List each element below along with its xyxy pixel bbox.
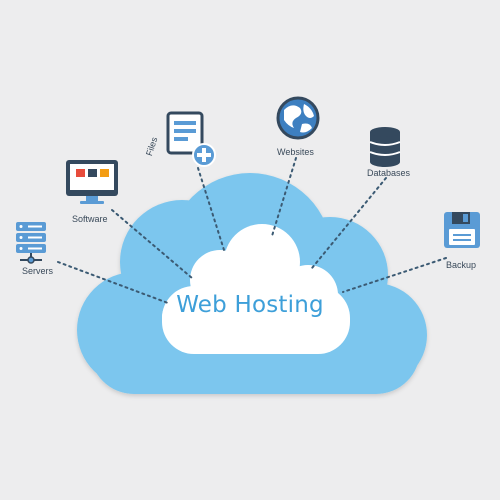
node-label-databases: Databases xyxy=(367,168,411,178)
connector-backup xyxy=(342,257,447,293)
node-label-software: Software xyxy=(72,214,108,224)
connector-servers xyxy=(57,261,169,304)
database-icon xyxy=(369,127,401,167)
node-label-backup: Backup xyxy=(446,260,477,270)
monitor-icon xyxy=(66,160,118,204)
connector-databases xyxy=(311,177,387,269)
node-label-websites: Websites xyxy=(277,147,314,157)
connector-files xyxy=(197,167,225,251)
globe-icon xyxy=(276,96,320,140)
inner-cloud xyxy=(162,224,350,354)
file-add-icon xyxy=(166,111,216,167)
connector-software xyxy=(111,209,193,279)
connector-websites xyxy=(271,157,297,237)
connectors xyxy=(57,157,447,304)
center-label: Web Hosting xyxy=(176,292,324,318)
server-rack-icon xyxy=(16,222,46,264)
node-label-servers: Servers xyxy=(22,266,54,276)
floppy-disk-icon xyxy=(444,212,480,248)
